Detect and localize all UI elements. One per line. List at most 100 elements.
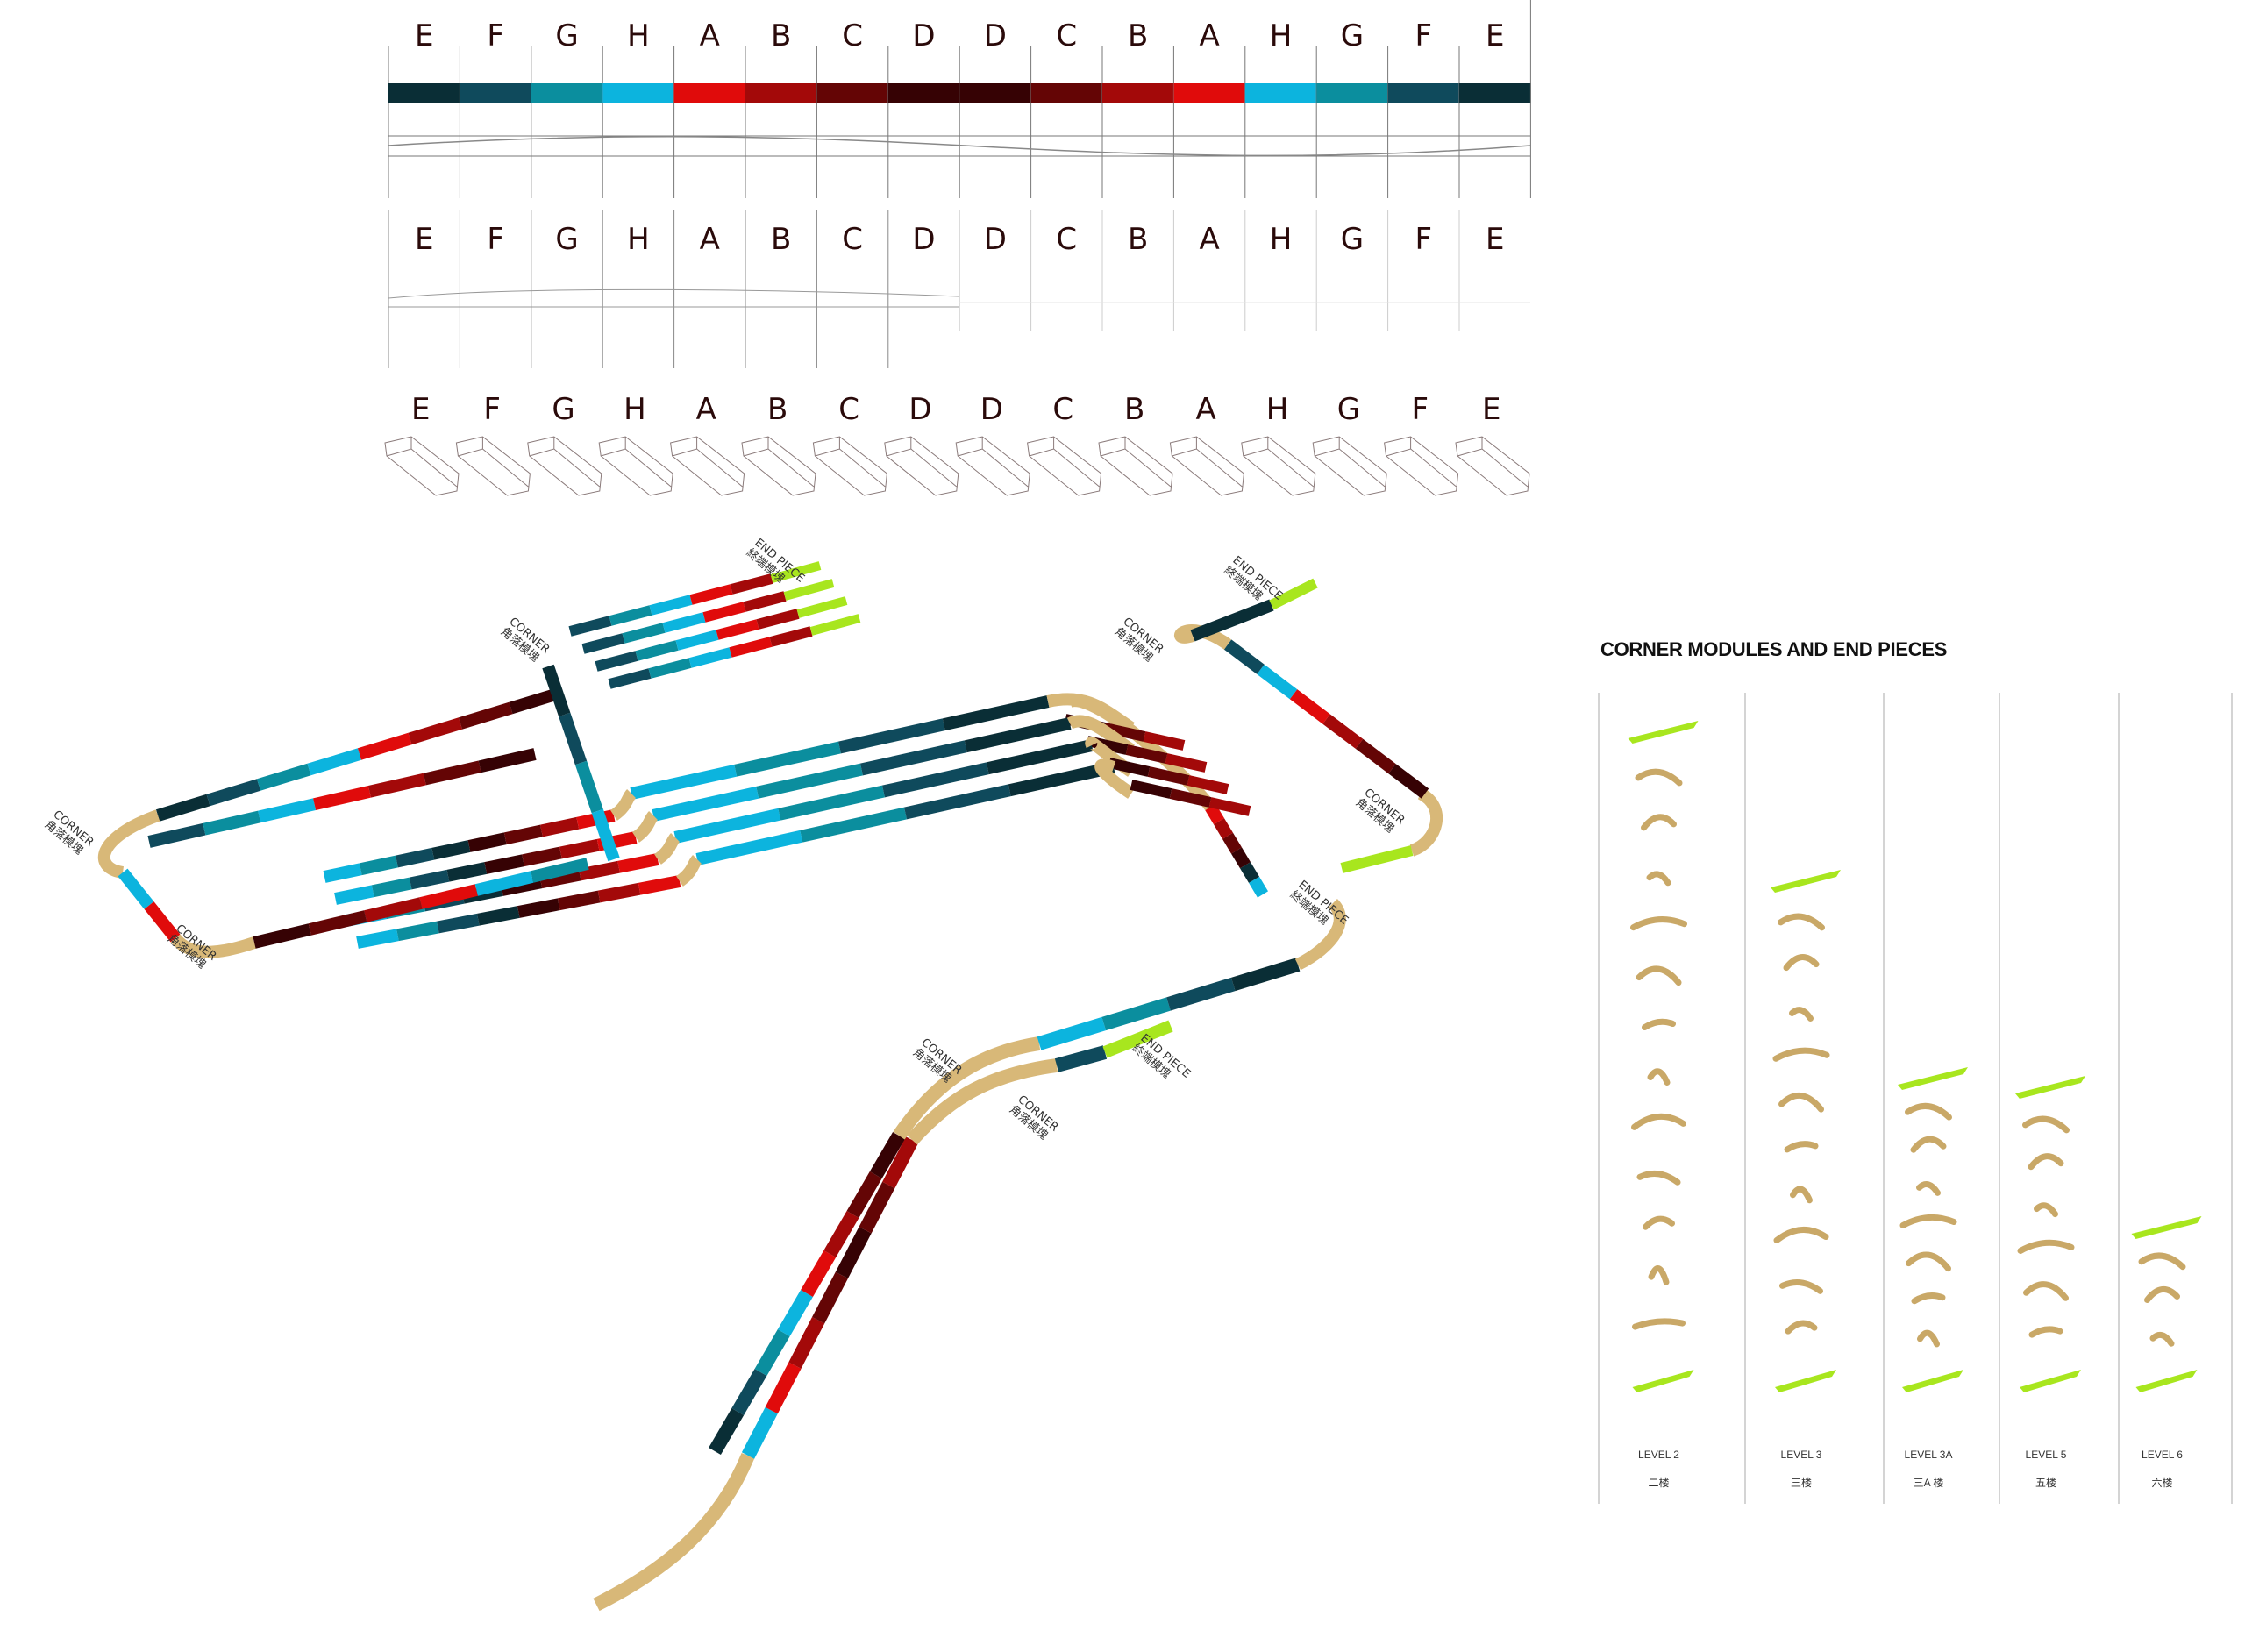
corner-module [2022,1115,2070,1134]
module-segment-B [743,591,787,612]
corner-module [1648,1265,1670,1285]
corner-module [609,789,637,821]
module-segment-F [559,712,588,765]
module-segment-F [837,718,945,754]
strip-letter: F [487,222,504,257]
module-segment-H [118,868,154,909]
module-segment-C [557,890,601,911]
module-segment-F [206,779,261,807]
end-piece-module [1628,721,1699,744]
module-segment-C [539,868,581,889]
strip-letter: B [767,392,788,427]
module-segment-H [1037,1016,1107,1050]
module-segment-E [964,717,1072,753]
color-segment-D [887,83,960,103]
module-segment-D [484,854,524,874]
corner-module [1783,954,1820,972]
corner-module [2028,1153,2064,1171]
end-piece-module [1902,1370,1963,1392]
module-box-D [955,436,1030,496]
color-segment-B [745,83,817,103]
module-segment-B [1165,753,1208,773]
color-segment-F [1387,83,1460,103]
module-segment-A [419,884,478,909]
corner-module [2034,1202,2058,1218]
module-segment-D [1130,780,1172,799]
end-piece-module [2131,1216,2202,1239]
module-segment-H [652,786,759,822]
corner-module [1647,1068,1671,1086]
module-segment-A [729,637,773,658]
module-segment-E [942,695,1050,731]
level-label-cn: 二楼 [1648,1476,1669,1489]
corner-module [1631,1113,1686,1130]
profile-curve [388,136,1531,157]
strip-letter: C [842,222,863,257]
strip-letter: G [555,18,578,53]
color-segment-G [1316,83,1389,103]
module-segment-B [1187,775,1229,794]
module-segment-F [881,762,989,798]
module-segment-G [734,741,842,777]
module-segment-C [423,760,481,786]
module-segment-G [622,623,666,644]
module-segment-C [846,1171,882,1219]
module-box-G [527,436,602,496]
module-segment-D [869,1131,905,1179]
strip-letter: F [487,18,504,53]
module-segment-D [1230,847,1251,869]
strip-letter: F [1412,392,1429,427]
strip-letter: F [1415,222,1433,257]
end-piece-module [2015,1076,2085,1099]
strip-letter: G [552,392,574,427]
color-segment-B [1102,83,1174,103]
module-segment-B [540,816,580,837]
corner-module [1772,1047,1830,1062]
corner-module [1632,1318,1686,1330]
corner-module [1778,1093,1824,1113]
module-segment-C [1355,738,1396,774]
corner-module [1636,1170,1681,1186]
level-label-cn: 三楼 [1791,1476,1812,1489]
strip-letter: G [1341,18,1364,53]
module-segment-B [882,1136,919,1189]
module-segment-H [688,647,732,668]
module-segment-H [591,808,620,862]
module-segment-B [1322,714,1364,749]
corner-module [2138,1252,2186,1271]
module-box-H [598,436,674,496]
strip-letter: D [984,222,1007,257]
module-segment-D [501,876,543,896]
module-segment-E [986,739,1094,775]
module-segment-C [503,824,543,845]
corner-module [2149,1331,2175,1347]
strip-letter: A [1199,18,1219,53]
module-segment-A [144,901,181,943]
corner-module [1785,1320,1818,1335]
end-piece-module [1771,870,1841,893]
end-piece [809,614,861,636]
module-segment-G [203,810,261,836]
level-label: LEVEL 6 [2142,1449,2183,1461]
module-segment-G [371,877,412,898]
strip-letter: C [1056,222,1077,257]
module-segment-D [467,832,507,852]
module-segment-H [1257,664,1298,700]
module-segment-G [1101,997,1171,1031]
corner-module [1643,1215,1675,1230]
corner-module [1899,1214,1957,1228]
module-segment-F [568,616,612,637]
module-segment-B [788,1317,825,1369]
color-segment-E [1459,83,1531,103]
module-segment-F [1054,1045,1108,1072]
strip-letter: E [1482,392,1500,427]
corner-module [1778,913,1825,931]
level-label: LEVEL 5 [2026,1449,2067,1461]
module-box-H [1241,436,1316,496]
strip-letter: G [555,222,578,257]
module-segment-E [1239,862,1260,883]
corner-module [2028,1326,2063,1338]
